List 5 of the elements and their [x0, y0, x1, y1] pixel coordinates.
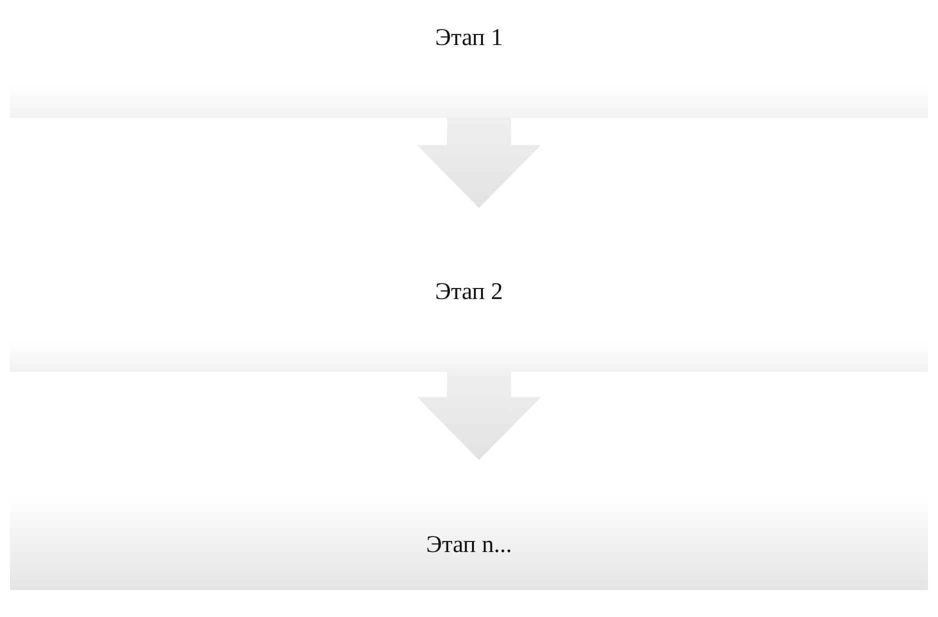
- stage-label: Этап 1: [434, 24, 504, 53]
- stage-label: Этап n...: [425, 531, 513, 560]
- stage-label: Этап 2: [434, 278, 504, 307]
- down-arrow: [417, 372, 541, 460]
- down-arrow: [417, 118, 541, 208]
